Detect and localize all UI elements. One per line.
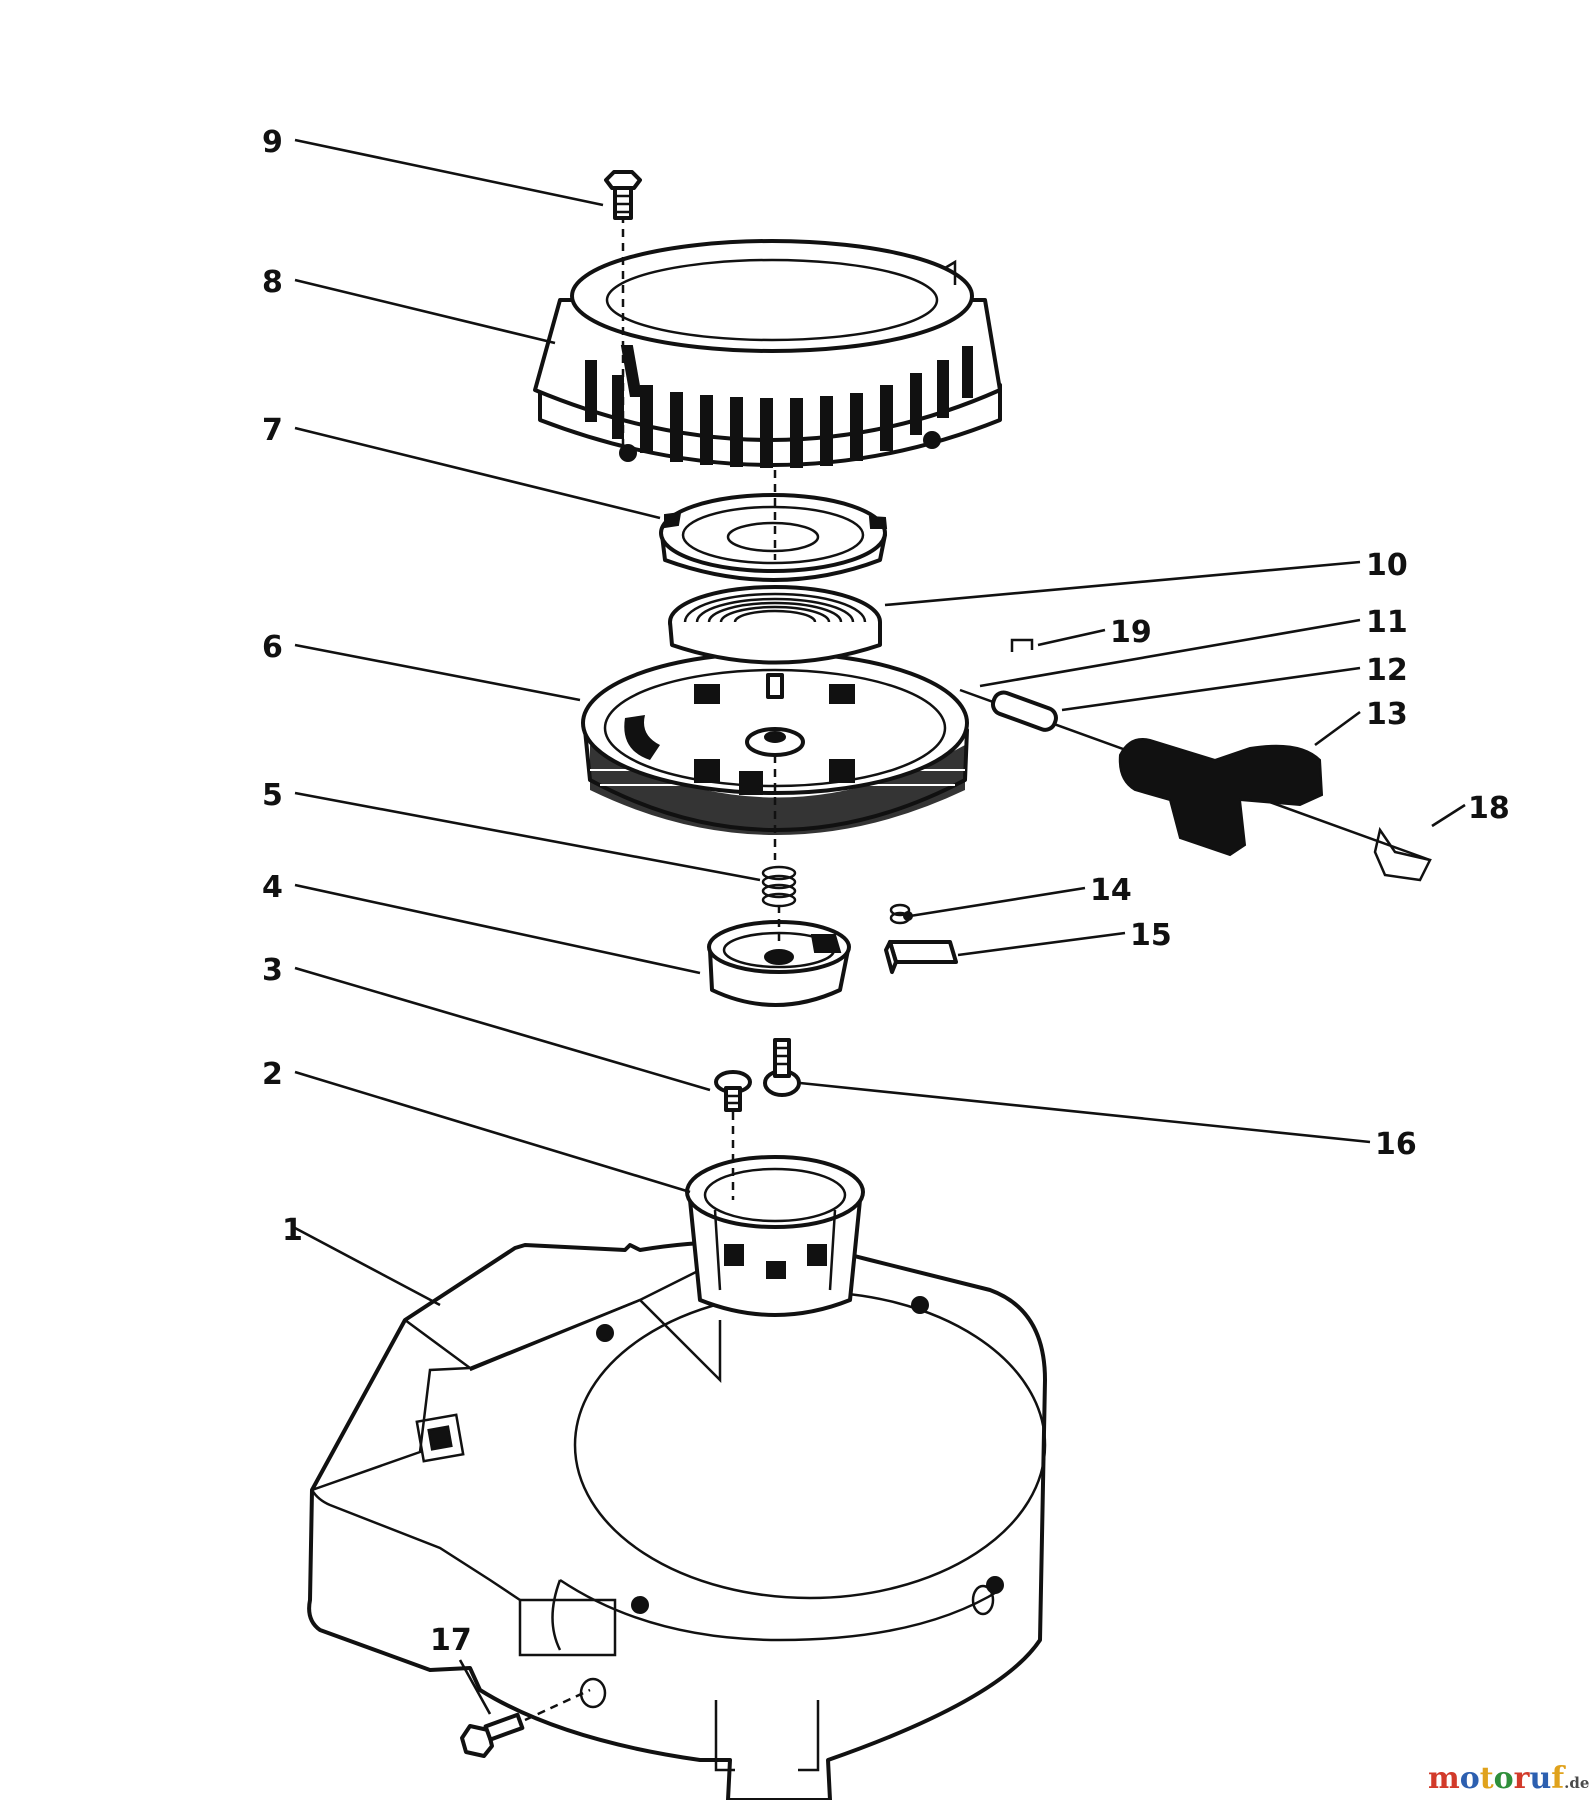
callout-18: 18 xyxy=(1468,791,1510,826)
part-5-spring xyxy=(761,865,797,945)
part-2-pulley-cup xyxy=(685,1155,865,1317)
watermark-brand: motoruf xyxy=(1428,1761,1566,1796)
callout-labels: 9 8 7 10 11 12 13 19 6 5 4 3 2 1 16 14 1… xyxy=(262,125,1510,1658)
watermark-logo: motoruf.de xyxy=(1428,1761,1589,1796)
part-3-bolt xyxy=(714,1070,752,1200)
callout-13: 13 xyxy=(1366,697,1408,732)
callout-10: 10 xyxy=(1366,548,1408,583)
part-1-blower-housing xyxy=(307,1240,1047,1800)
callout-6: 6 xyxy=(262,630,283,665)
part-6-pulley xyxy=(581,651,969,860)
callout-8: 8 xyxy=(262,265,283,300)
callout-15: 15 xyxy=(1130,918,1172,953)
callout-3: 3 xyxy=(262,953,283,988)
callout-2: 2 xyxy=(262,1057,283,1092)
callout-4: 4 xyxy=(262,870,283,905)
callout-12: 12 xyxy=(1366,653,1408,688)
watermark-suffix: .de xyxy=(1564,1774,1589,1792)
svg-text:motoruf.de: motoruf.de xyxy=(1428,1761,1589,1796)
part-10-recoil-spring xyxy=(668,585,882,665)
callout-5: 5 xyxy=(262,778,283,813)
callout-14: 14 xyxy=(1090,873,1132,908)
part-16-shoulder-bolt xyxy=(763,1038,801,1097)
callout-19: 19 xyxy=(1110,615,1152,650)
callout-11: 11 xyxy=(1366,605,1408,640)
part-14-pawl-spring xyxy=(889,903,913,925)
callout-7: 7 xyxy=(262,413,283,448)
part-17-screw xyxy=(460,1688,591,1758)
part-8-starter-housing xyxy=(533,215,1002,560)
callout-17: 17 xyxy=(430,1623,472,1658)
callout-16: 16 xyxy=(1375,1127,1417,1162)
part-7-retainer xyxy=(659,493,888,582)
leader-lines xyxy=(294,138,1466,1715)
callout-1: 1 xyxy=(282,1213,303,1248)
part-4-pawl-cup xyxy=(707,920,851,1007)
rope-and-handle-assembly xyxy=(959,638,1432,882)
callout-9: 9 xyxy=(262,125,283,160)
part-15-pawl xyxy=(884,940,958,974)
part-9-screw xyxy=(604,170,642,220)
